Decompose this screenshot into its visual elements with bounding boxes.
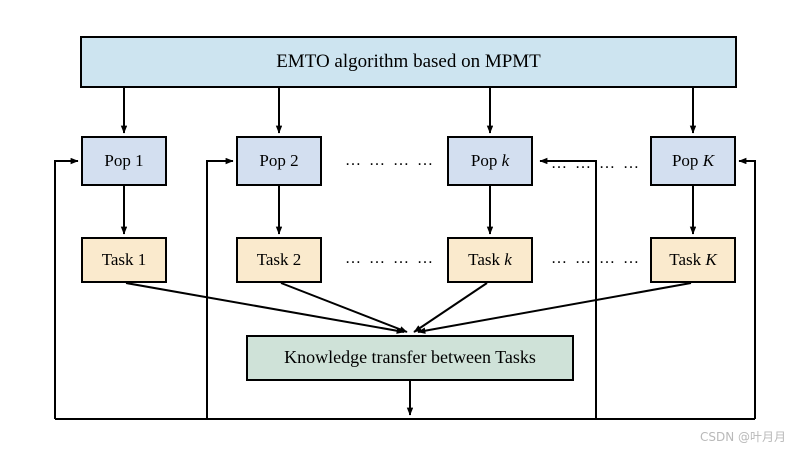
banner-emto-algorithm: EMTO algorithm based on MPMT bbox=[80, 36, 737, 88]
node-task-2-label: Task 2 bbox=[256, 249, 302, 269]
feedback-path-pop1 bbox=[54, 157, 79, 419]
node-task-1: Task 1 bbox=[81, 237, 167, 283]
feedback-path-pop2 bbox=[206, 157, 234, 419]
watermark: CSDN @叶月月 bbox=[700, 430, 787, 444]
node-task-k: Task k bbox=[447, 237, 533, 283]
ellipsis-pop-middle: … … … … bbox=[345, 152, 435, 169]
node-task-2: Task 2 bbox=[236, 237, 322, 283]
node-pop-k: Pop k bbox=[447, 136, 533, 186]
banner-label: EMTO algorithm based on MPMT bbox=[276, 50, 541, 72]
node-knowledge-transfer: Knowledge transfer between Tasks bbox=[246, 335, 574, 381]
arrow-task1-to-knowledge bbox=[125, 282, 405, 334]
node-task-K: Task K bbox=[650, 237, 736, 283]
node-pop-1-label: Pop 1 bbox=[104, 150, 144, 170]
node-task-k-label: Task k bbox=[468, 249, 512, 269]
node-pop-1: Pop 1 bbox=[81, 136, 167, 186]
ellipsis-pop-right: … … … … bbox=[551, 155, 641, 172]
node-pop-K: Pop K bbox=[650, 136, 736, 186]
ellipsis-task-right: … … … … bbox=[551, 250, 641, 267]
node-task-K-label: Task K bbox=[669, 249, 717, 269]
node-pop-k-label: Pop k bbox=[470, 150, 510, 170]
node-pop-K-label: Pop K bbox=[671, 150, 715, 170]
ellipsis-task-middle: … … … … bbox=[345, 250, 435, 267]
arrow-task2-to-knowledge bbox=[280, 282, 408, 333]
feedback-path-popK bbox=[738, 157, 756, 419]
arrow-taskK-to-knowledge bbox=[417, 282, 692, 334]
node-pop-2: Pop 2 bbox=[236, 136, 322, 186]
node-pop-2-label: Pop 2 bbox=[259, 150, 299, 170]
node-knowledge-transfer-label: Knowledge transfer between Tasks bbox=[284, 347, 536, 368]
arrow-taskk-to-knowledge bbox=[413, 282, 488, 333]
node-task-1-label: Task 1 bbox=[101, 249, 147, 269]
